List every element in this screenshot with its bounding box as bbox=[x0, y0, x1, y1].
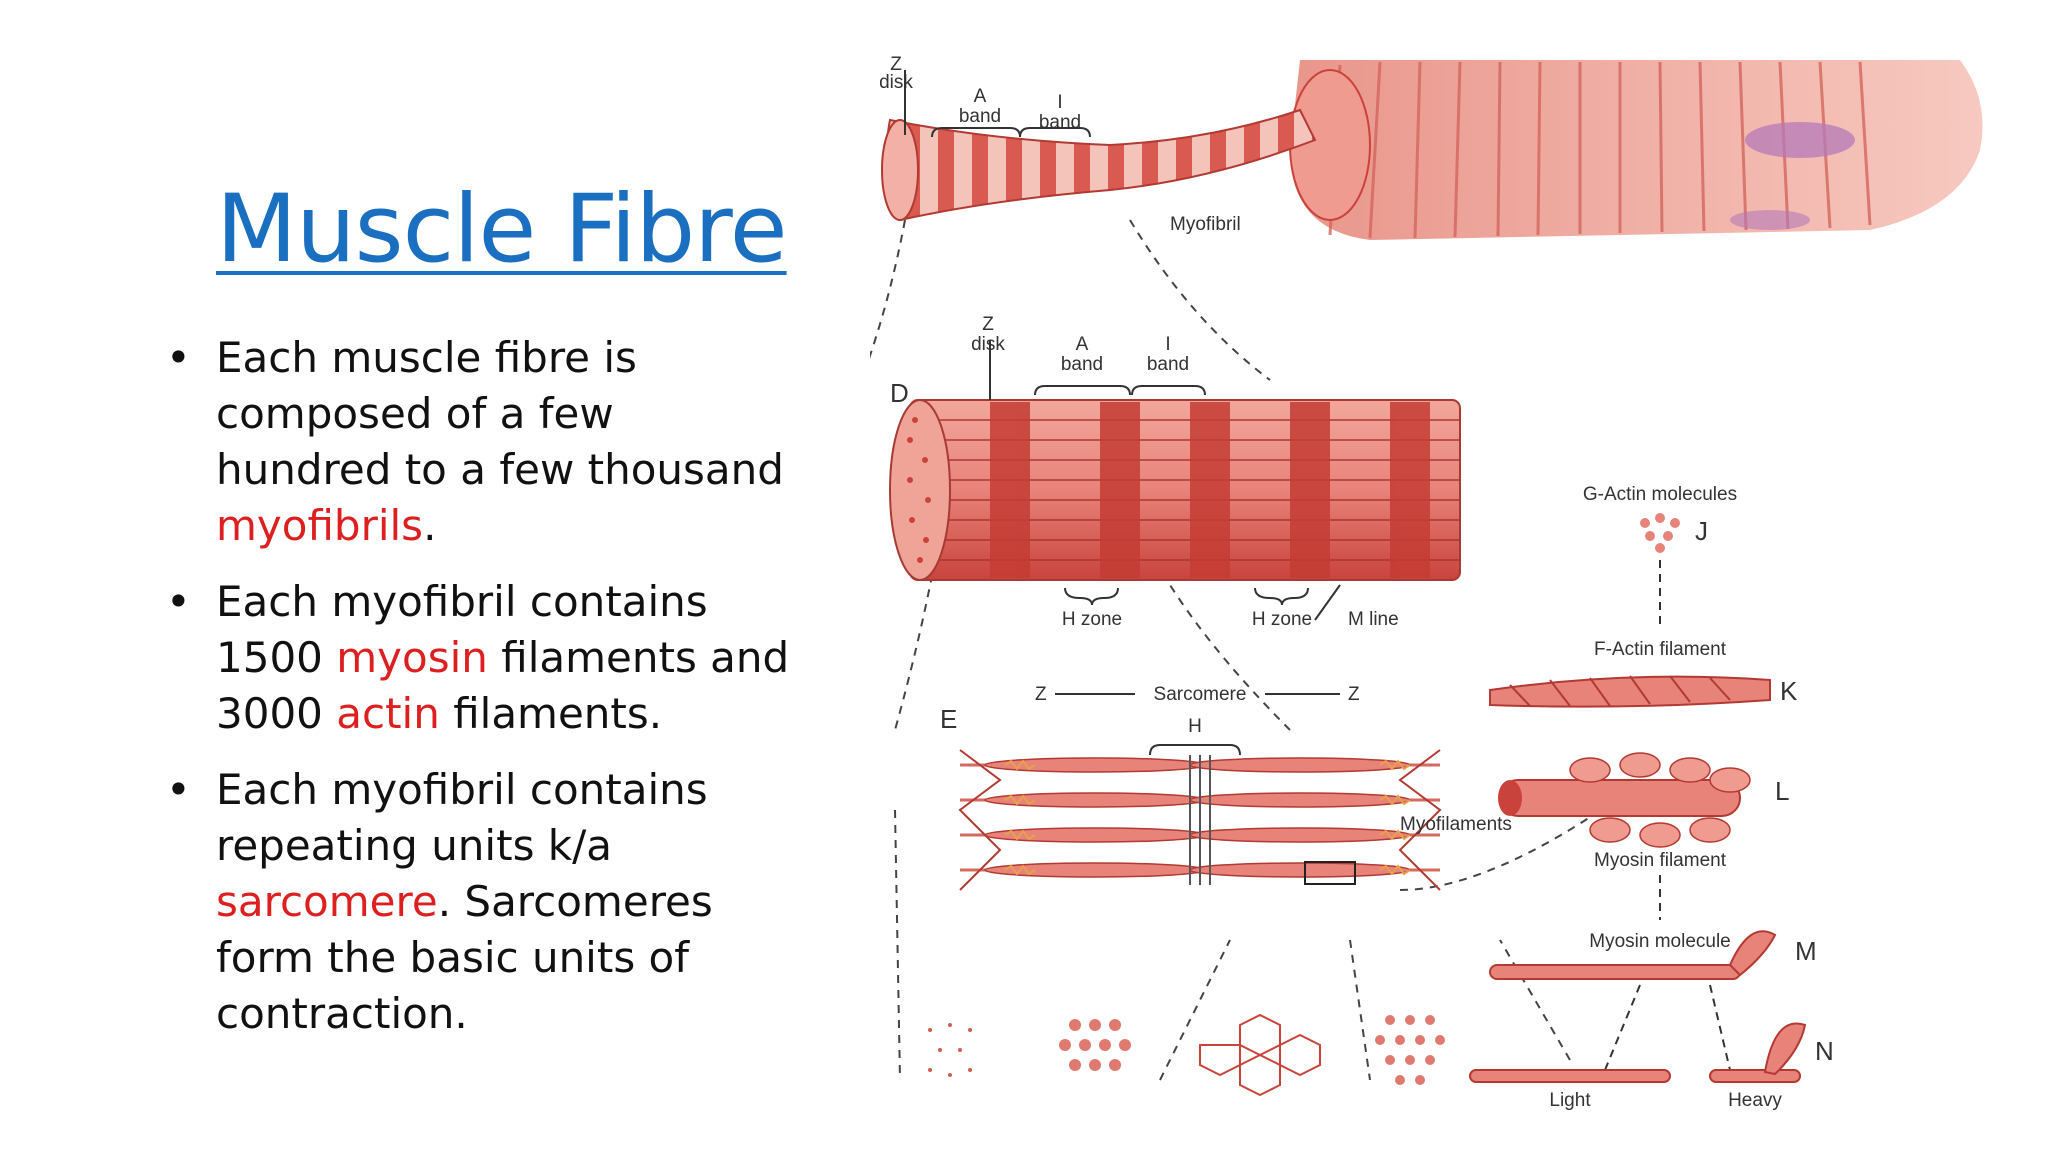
bullet-item: Each muscle fibre is composed of a few h… bbox=[160, 330, 800, 554]
figure-svg: Z disk A band I band Myofibril bbox=[864, 54, 1983, 1111]
nucleus bbox=[1745, 122, 1855, 158]
highlight-term: actin bbox=[336, 689, 440, 738]
myofibril-label: Myofibril bbox=[1170, 214, 1241, 235]
svg-text:Myofilaments: Myofilaments bbox=[1400, 814, 1512, 835]
svg-text:F-Actin filament: F-Actin filament bbox=[1594, 639, 1727, 660]
svg-text:Heavy: Heavy bbox=[1728, 1090, 1782, 1111]
svg-text:J: J bbox=[1695, 516, 1708, 546]
svg-text:Sarcomere: Sarcomere bbox=[1154, 684, 1247, 705]
bullet-item: Each myofibril contains 1500 myosin fila… bbox=[160, 574, 800, 742]
top-z-disk-label: Z bbox=[890, 54, 902, 75]
top-z-disk-label-2: disk bbox=[879, 72, 913, 93]
g-actin-molecules bbox=[1640, 513, 1680, 553]
svg-text:H zone: H zone bbox=[1062, 609, 1122, 630]
svg-text:I: I bbox=[1165, 334, 1170, 355]
svg-text:M line: M line bbox=[1348, 609, 1399, 630]
panel-e: E Z Sarcomere Z H bbox=[940, 684, 1512, 891]
svg-text:Z: Z bbox=[1348, 684, 1360, 705]
svg-text:Myosin filament: Myosin filament bbox=[1594, 850, 1727, 871]
svg-text:K: K bbox=[1780, 676, 1798, 706]
svg-text:G-Actin molecules: G-Actin molecules bbox=[1583, 484, 1737, 505]
myosin-filament bbox=[1498, 752, 1751, 848]
myofilament-rows bbox=[958, 749, 1442, 891]
svg-text:A: A bbox=[974, 86, 987, 107]
svg-text:Z: Z bbox=[1035, 684, 1047, 705]
svg-text:H zone: H zone bbox=[1252, 609, 1312, 630]
muscle-structure-figure: Z disk A band I band Myofibril bbox=[864, 40, 2010, 1120]
highlight-term: myofibrils bbox=[216, 501, 424, 550]
panel-e-letter: E bbox=[940, 704, 957, 734]
fibre-top: Z disk A band I band Myofibril bbox=[879, 54, 1983, 240]
svg-text:H: H bbox=[1188, 716, 1202, 737]
svg-text:Light: Light bbox=[1549, 1090, 1591, 1111]
svg-text:band: band bbox=[1147, 354, 1189, 375]
myofibril-strand bbox=[885, 108, 1317, 222]
myosin-molecule bbox=[1489, 930, 1777, 980]
svg-text:disk: disk bbox=[971, 334, 1005, 355]
svg-text:band: band bbox=[1061, 354, 1103, 375]
muscle-fibre-body bbox=[1290, 60, 1983, 240]
svg-text:L: L bbox=[1775, 776, 1789, 806]
highlight-term: myosin bbox=[336, 633, 488, 682]
light-chain bbox=[1469, 1069, 1671, 1083]
svg-text:A: A bbox=[1076, 334, 1089, 355]
panel-d-letter: D bbox=[890, 378, 909, 408]
highlight-term: sarcomere bbox=[216, 877, 438, 926]
svg-text:Z: Z bbox=[982, 314, 994, 335]
svg-text:M: M bbox=[1795, 936, 1817, 966]
heavy-chain bbox=[1709, 1022, 1807, 1083]
bullet-list: Each muscle fibre is composed of a few h… bbox=[160, 330, 800, 1062]
svg-text:N: N bbox=[1815, 1036, 1834, 1066]
svg-text:I: I bbox=[1057, 92, 1062, 113]
svg-text:band: band bbox=[959, 106, 1001, 127]
panel-d: D bbox=[889, 314, 1461, 630]
bullet-item: Each myofibril contains repeating units … bbox=[160, 762, 800, 1042]
cross-sections bbox=[928, 1013, 1445, 1097]
svg-text:Myosin molecule: Myosin molecule bbox=[1589, 931, 1731, 952]
panel-right: G-Actin molecules J F-Actin filament bbox=[1469, 484, 1834, 1111]
svg-text:band: band bbox=[1039, 112, 1081, 133]
slide-title: Muscle Fibre bbox=[216, 175, 788, 284]
f-actin-filament bbox=[1489, 675, 1771, 708]
